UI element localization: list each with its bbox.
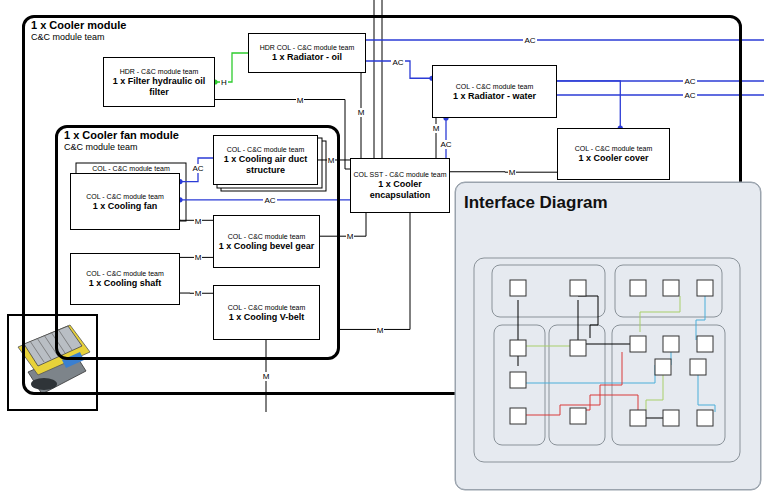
team-caption: COL SST - C&C module team xyxy=(354,170,447,179)
wire xyxy=(374,0,375,158)
part-name: 1 x Cooler encapsulation xyxy=(355,179,445,201)
part-name: 1 x Cooling V-belt xyxy=(229,312,305,323)
part-name: 1 x Cooling fan xyxy=(93,201,158,212)
wire-label: AC xyxy=(523,36,536,45)
group-title: 1 x Cooler module xyxy=(25,18,739,32)
connector-label: M xyxy=(194,253,203,262)
part-name: 1 x Cooling bevel gear xyxy=(219,241,315,252)
wire xyxy=(366,39,764,40)
connector-label: M xyxy=(508,168,517,177)
connector xyxy=(340,213,410,329)
team-caption: COL - C&C module team xyxy=(91,164,171,173)
team-caption: COL - C&C module team xyxy=(86,192,164,201)
part-name: 1 x Cooling shaft xyxy=(89,278,162,289)
connector-label: M xyxy=(194,289,203,298)
connector xyxy=(450,171,557,172)
connector-label: AC xyxy=(439,140,452,149)
connector-label: AC xyxy=(391,58,404,67)
connector-label: M xyxy=(327,156,336,165)
connector-label: M xyxy=(194,217,203,226)
wire xyxy=(557,80,764,81)
team-caption: HDR - C&C module team xyxy=(120,67,199,76)
wire-label: M xyxy=(262,372,271,381)
team-caption: COL - C&C module team xyxy=(228,232,306,241)
component-box: COL - C&C module team1 x Cooling air duc… xyxy=(213,135,318,185)
connector xyxy=(320,213,366,236)
connector-label: AC xyxy=(263,196,276,205)
part-name: 1 x Filter hydraulic oil filter xyxy=(108,76,210,98)
component-box: HDR - C&C module team1 x Filter hydrauli… xyxy=(103,57,215,107)
team-caption: HDR COL - C&C module team xyxy=(260,43,355,52)
connector-label: M xyxy=(296,96,305,105)
component-box: COL - C&C module team1 x Cooling bevel g… xyxy=(213,215,320,268)
connector xyxy=(557,81,620,128)
team-caption: COL - C&C module team xyxy=(86,269,164,278)
connector-label: M xyxy=(376,326,385,335)
module-group: 1 x Cooler fan moduleC&C module teamCOL … xyxy=(55,125,340,360)
component-box: COL - C&C module team1 x Cooler cover xyxy=(557,128,670,180)
part-name: 1 x Radiator - oil xyxy=(272,52,342,63)
component-box: COL - C&C module team1 x Cooling V-belt xyxy=(213,285,320,340)
part-name: 1 x Cooling air duct structure xyxy=(218,154,313,176)
part-name: 1 x Cooler cover xyxy=(578,153,648,164)
connector-label: M xyxy=(357,108,366,117)
wire-label: AC xyxy=(683,77,696,86)
inset-panel: Interface Diagram xyxy=(455,182,761,490)
wire xyxy=(557,94,764,95)
connector xyxy=(180,158,213,182)
team-caption: COL - C&C module team xyxy=(575,144,653,153)
panel-title: Interface Diagram xyxy=(456,183,760,213)
team-caption: COL - C&C module team xyxy=(228,303,306,312)
component-box: COL - C&C module team1 x Cooling fan xyxy=(70,173,180,230)
component-box: COL - C&C module team1 x Radiator - wate… xyxy=(432,65,557,118)
connector-label: H xyxy=(220,78,228,87)
component-box: HDR COL - C&C module team1 x Radiator - … xyxy=(248,33,366,73)
component-box: COL SST - C&C module team1 x Cooler enca… xyxy=(350,158,450,213)
team-caption: COL - C&C module team xyxy=(456,82,534,91)
part-name: 1 x Radiator - water xyxy=(453,91,536,102)
connector-label: M xyxy=(432,124,441,133)
connector-label: AC xyxy=(191,164,204,173)
team-caption: C&C module team xyxy=(25,32,739,43)
team-caption: COL - C&C module team xyxy=(227,145,305,154)
connector-label: M xyxy=(346,232,355,241)
connector xyxy=(445,118,446,158)
wire-label: AC xyxy=(683,91,696,100)
wire xyxy=(382,0,383,158)
module-group: 1 x Cooler moduleC&C module teamHDR - C&… xyxy=(22,15,742,395)
component-box: COL - C&C module team1 x Cooling shaft xyxy=(70,253,180,305)
